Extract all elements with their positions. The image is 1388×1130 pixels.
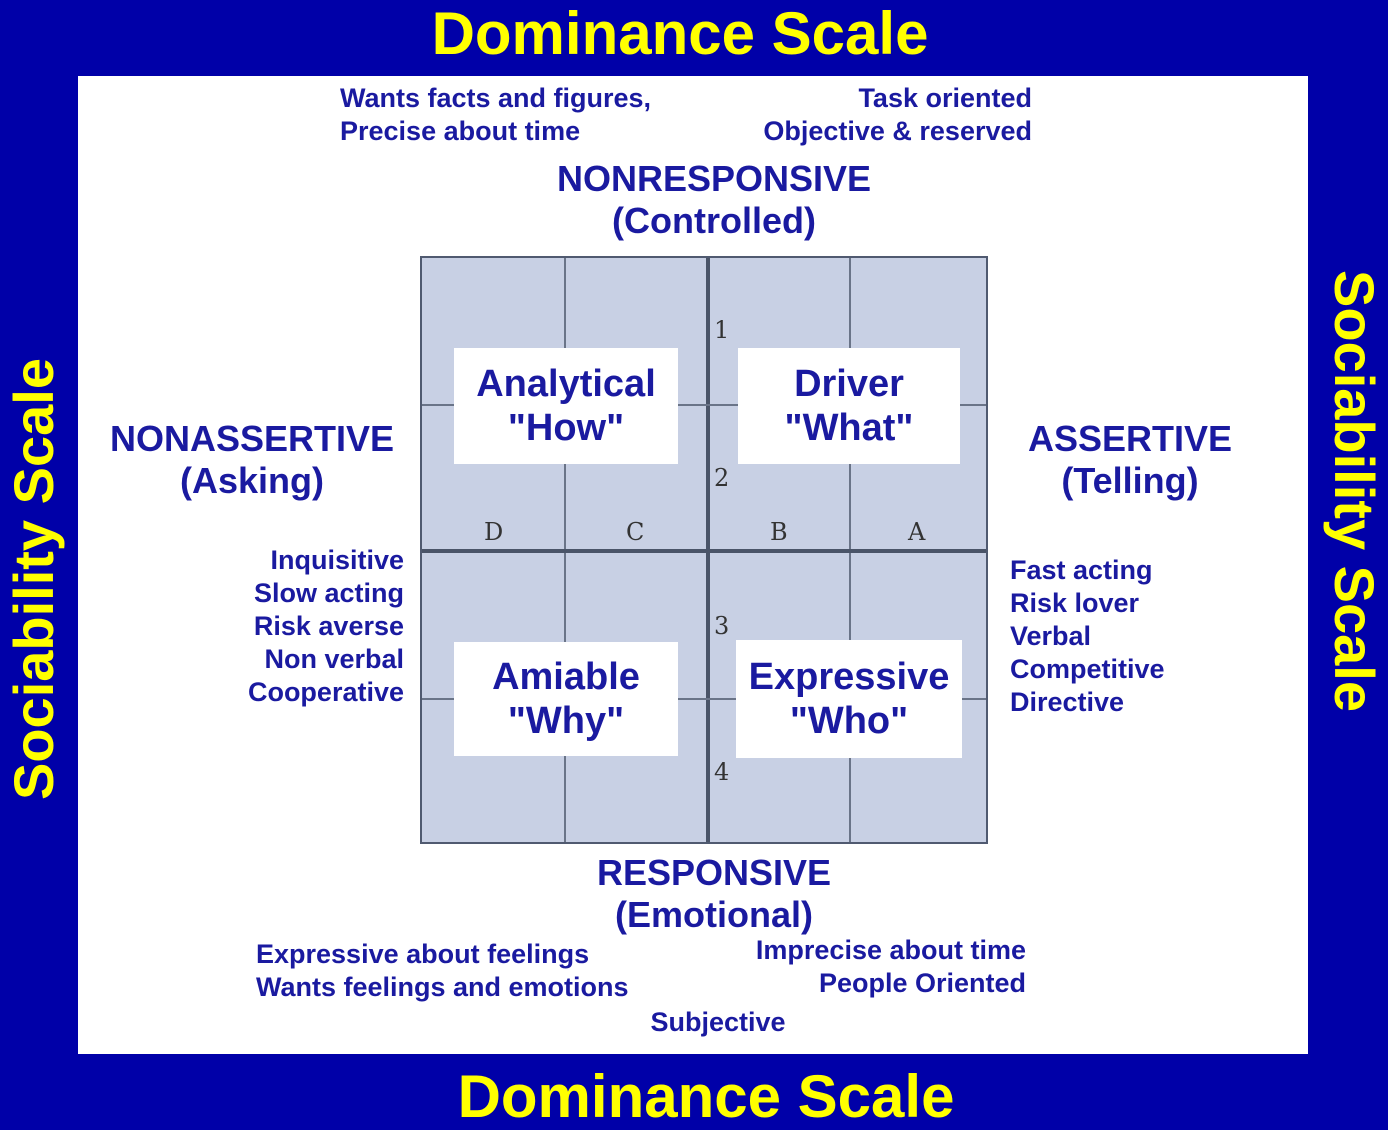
trait-text: Directive [1010, 687, 1125, 717]
grid-number-3: 3 [714, 612, 730, 640]
social-style-grid: D C B A 1 2 3 4 Analytical "How" Driver … [420, 256, 988, 844]
trait-text: Imprecise about time [755, 935, 1026, 965]
trait-text: Expressive about feelings [256, 939, 590, 969]
trait-text: Wants facts and figures, [340, 83, 652, 113]
quadrant-driver: Driver "What" [738, 348, 960, 464]
trait-text: Cooperative [247, 677, 404, 707]
axis-label-text: (Asking) [180, 460, 324, 501]
grid-line [422, 698, 986, 700]
top-traits-right: Task oriented Objective & reserved [718, 82, 1032, 148]
axis-label-nonresponsive: NONRESPONSIVE (Controlled) [514, 158, 914, 242]
quadrant-question: "Who" [789, 700, 909, 742]
axis-label-assertive: ASSERTIVE (Telling) [1000, 418, 1260, 502]
left-traits-list: Inquisitive Slow acting Risk averse Non … [178, 544, 404, 709]
quadrant-name: Expressive [748, 656, 950, 698]
diagram-panel: Wants facts and figures, Precise about t… [78, 76, 1308, 1054]
quadrant-name: Driver [794, 363, 904, 405]
axis-label-text: NONASSERTIVE [109, 418, 395, 459]
trait-text: Slow acting [253, 578, 404, 608]
axis-label-text: (Controlled) [612, 200, 816, 241]
axis-label-text: (Emotional) [615, 894, 813, 935]
sociability-scale-title-left: Sociability Scale [2, 358, 65, 800]
trait-text: Precise about time [340, 116, 581, 146]
trait-text: Competitive [1010, 654, 1165, 684]
trait-text: Inquisitive [270, 545, 404, 575]
grid-line [422, 549, 986, 553]
grid-line [422, 404, 986, 406]
trait-text: Task oriented [858, 83, 1032, 113]
grid-number-1: 1 [714, 316, 730, 344]
bottom-traits-left: Expressive about feelings Wants feelings… [256, 938, 629, 1004]
grid-number-2: 2 [714, 464, 730, 492]
dominance-scale-title-top: Dominance Scale [431, 0, 929, 67]
axis-label-responsive: RESPONSIVE (Emotional) [514, 852, 914, 936]
trait-text: Risk lover [1010, 588, 1140, 618]
grid-letter-b: B [770, 518, 788, 546]
dominance-scale-title-bottom: Dominance Scale [457, 1063, 955, 1130]
axis-label-text: RESPONSIVE [596, 852, 832, 893]
axis-label-text: (Telling) [1061, 460, 1199, 501]
quadrant-name: Amiable [492, 656, 640, 698]
trait-text: Objective & reserved [763, 116, 1032, 146]
trait-text: Verbal [1010, 621, 1092, 651]
trait-text: Risk averse [253, 611, 404, 641]
quadrant-amiable: Amiable "Why" [454, 642, 678, 756]
top-traits-left: Wants facts and figures, Precise about t… [340, 82, 651, 148]
grid-letter-c: C [626, 518, 645, 546]
trait-text: Non verbal [264, 644, 404, 674]
grid-letter-d: D [484, 518, 504, 546]
quadrant-question: "What" [784, 407, 914, 449]
right-traits-list: Fast acting Risk lover Verbal Competitiv… [1010, 554, 1165, 719]
grid-letter-a: A [908, 518, 926, 546]
bottom-traits-right: Imprecise about time People Oriented [678, 934, 1026, 1000]
sociability-scale-title-right: Sociability Scale [1323, 270, 1386, 712]
bottom-trait-center: Subjective [650, 1007, 786, 1037]
quadrant-name: Analytical [476, 363, 656, 405]
quadrant-question: "How" [507, 407, 625, 449]
trait-text: People Oriented [818, 968, 1026, 998]
grid-number-4: 4 [714, 758, 730, 786]
quadrant-analytical: Analytical "How" [454, 348, 678, 464]
axis-label-text: ASSERTIVE [1027, 418, 1233, 459]
trait-text: Fast acting [1010, 555, 1153, 585]
axis-label-nonassertive: NONASSERTIVE (Asking) [92, 418, 412, 502]
quadrant-expressive: Expressive "Who" [736, 640, 962, 758]
trait-text: Wants feelings and emotions [256, 972, 629, 1002]
quadrant-question: "Why" [507, 700, 625, 742]
axis-label-text: NONRESPONSIVE [556, 158, 872, 199]
